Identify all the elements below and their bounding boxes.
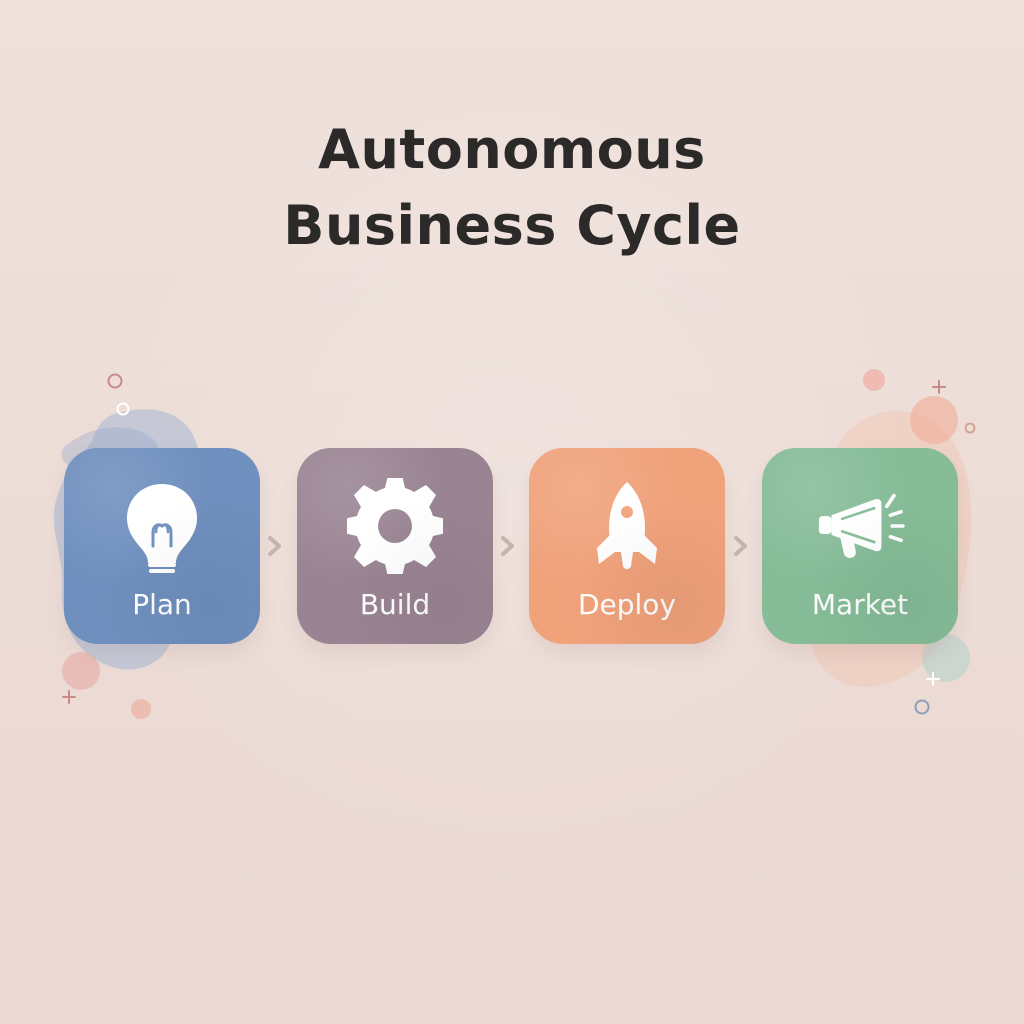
title-line-1: Autonomous	[318, 118, 706, 181]
chevron-right-icon	[268, 536, 281, 556]
circle-decoration	[910, 396, 958, 444]
step-label: Plan	[132, 588, 192, 621]
circle-outline-decoration	[914, 699, 930, 715]
diagram-title: Autonomous Business Cycle	[0, 112, 1024, 264]
step-label: Market	[811, 588, 909, 621]
plus-decoration	[926, 672, 940, 686]
chevron-right-icon	[734, 536, 747, 556]
circle-decoration	[863, 369, 885, 391]
megaphone-icon	[810, 476, 910, 576]
circle-outline-decoration	[964, 422, 976, 434]
rocket-icon	[577, 476, 677, 576]
title-line-2: Business Cycle	[283, 194, 741, 257]
plus-decoration	[932, 380, 946, 394]
step-label: Build	[359, 588, 431, 621]
chevron-right-icon	[501, 536, 514, 556]
step-card-deploy: Deploy	[529, 448, 725, 644]
gear-icon	[345, 476, 445, 576]
step-card-build: Build	[297, 448, 493, 644]
lightbulb-icon	[112, 476, 212, 576]
step-card-plan: Plan	[64, 448, 260, 644]
circle-decoration	[62, 652, 100, 690]
step-card-market: Market	[762, 448, 958, 644]
circle-decoration	[131, 699, 151, 719]
circle-outline-decoration	[107, 373, 123, 389]
step-label: Deploy	[577, 588, 677, 621]
circle-decoration	[922, 634, 970, 682]
circle-outline-decoration	[116, 402, 130, 416]
plus-decoration	[62, 690, 76, 704]
